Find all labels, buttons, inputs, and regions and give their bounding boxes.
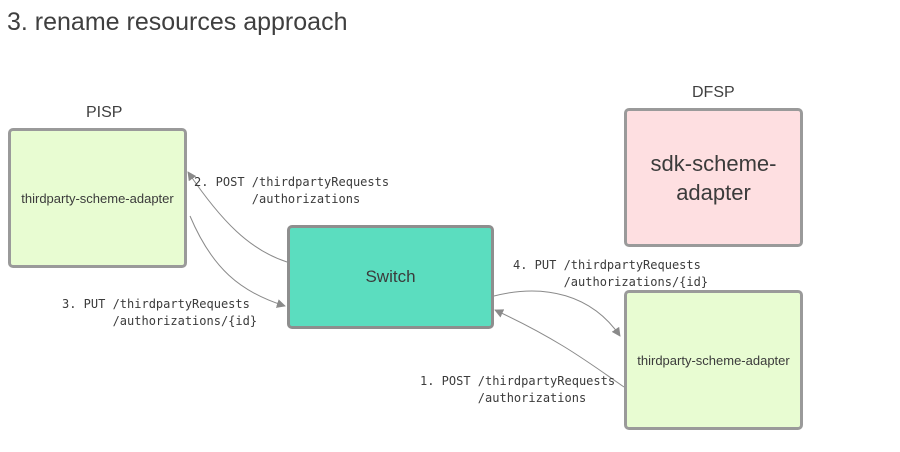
dfsp-thirdparty-adapter-label: thirdparty-scheme-adapter	[637, 352, 790, 368]
group-label-pisp: PISP	[86, 104, 123, 121]
edge-label-3: 3. PUT /thirdpartyRequests /authorizatio…	[62, 297, 258, 328]
dfsp-sdk-adapter-box: sdk-scheme-adapter	[624, 108, 803, 247]
edge-label-4: 4. PUT /thirdpartyRequests /authorizatio…	[513, 258, 709, 289]
edge-label-1: 1. POST /thirdpartyRequests /authorizati…	[420, 374, 616, 405]
switch-label: Switch	[365, 267, 416, 286]
edge-4-arrow	[493, 290, 621, 337]
dfsp-thirdparty-adapter-box: thirdparty-scheme-adapter	[624, 290, 803, 430]
dfsp-sdk-adapter-label: sdk-scheme-adapter	[650, 150, 777, 205]
edge-3-arrow	[189, 215, 286, 308]
diagram-title: 3. rename resources approach	[7, 8, 348, 36]
edge-label-2: 2. POST /thirdpartyRequests /authorizati…	[194, 175, 390, 206]
pisp-thirdparty-adapter-label: thirdparty-scheme-adapter	[21, 190, 174, 206]
edge-1-arrow	[494, 309, 625, 388]
edge-2-arrow	[187, 171, 288, 263]
group-label-dfsp: DFSP	[692, 84, 735, 101]
switch-box: Switch	[287, 225, 494, 329]
pisp-thirdparty-adapter-box: thirdparty-scheme-adapter	[8, 128, 187, 268]
